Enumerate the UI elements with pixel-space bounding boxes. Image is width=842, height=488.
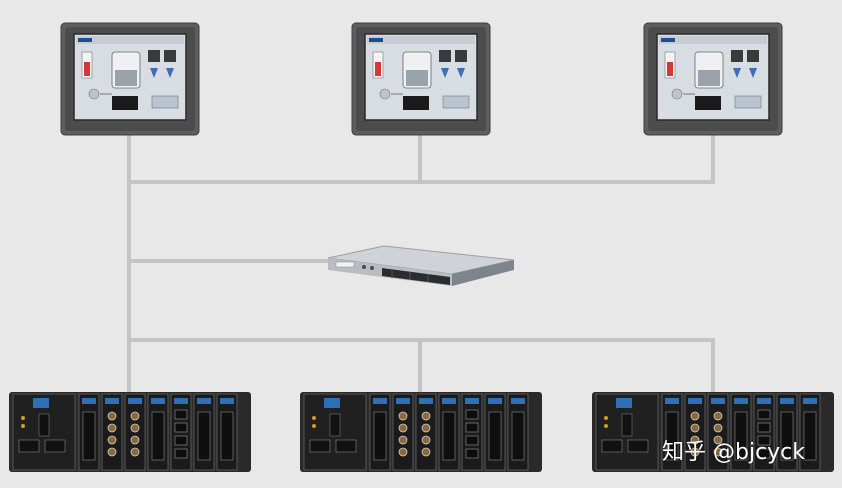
compactrio-controller-left — [9, 392, 251, 472]
watermark-text: 知乎 @bjcyck — [662, 440, 806, 465]
wire-drop-hmi-right — [711, 134, 715, 184]
wire-server-link — [127, 259, 332, 263]
wire-trunk — [127, 180, 131, 395]
wire-drop-hmi-center — [418, 134, 422, 184]
compactrio-controller-center — [300, 392, 542, 472]
hmi-panel-center — [351, 22, 491, 136]
compactrio-controller-right — [592, 392, 834, 472]
wire-drop-ctrl-center — [418, 338, 422, 395]
wire-drop-ctrl-right — [711, 338, 715, 395]
rack-server — [327, 245, 515, 286]
hmi-panel-left — [60, 22, 200, 136]
wire-drop-hmi-left — [127, 134, 131, 184]
hmi-panel-right — [643, 22, 783, 136]
